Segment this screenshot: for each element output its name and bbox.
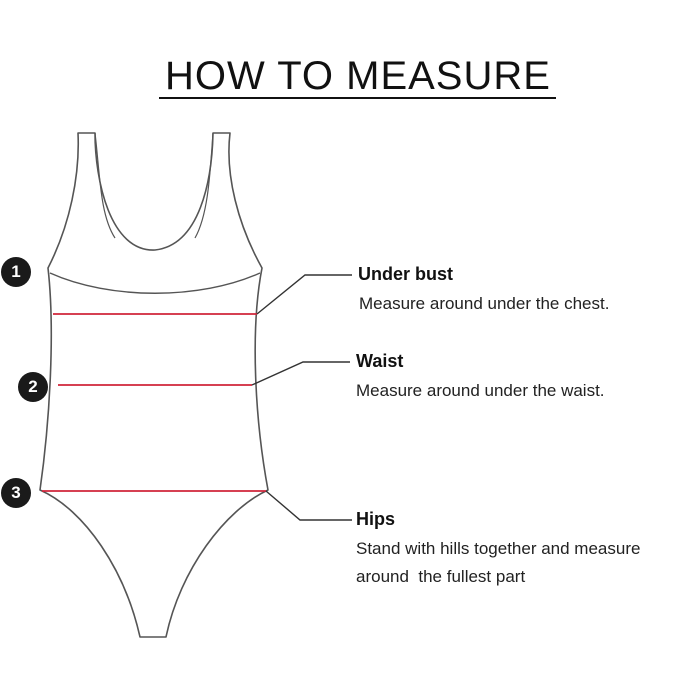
page-title: HOW TO MEASURE xyxy=(165,54,551,98)
waist-description: Measure around under the waist. xyxy=(356,381,605,400)
left-strap-inner xyxy=(94,132,116,239)
badge-3: 3 xyxy=(1,478,31,508)
under-bust-leader-line xyxy=(256,274,352,315)
hips-leader-line xyxy=(265,490,352,521)
hips-description-line-2: around the fullest part xyxy=(356,567,526,586)
hips-description-line-1: Stand with hills together and measure xyxy=(356,539,641,558)
right-strap-inner xyxy=(194,132,214,239)
badge-1: 1 xyxy=(1,257,31,287)
bust-seam xyxy=(49,272,261,294)
badge-2: 2 xyxy=(18,372,48,402)
under-bust-description: Measure around under the chest. xyxy=(359,294,610,313)
hips-label: Hips xyxy=(356,509,396,529)
waist-leader-line xyxy=(251,361,350,386)
under-bust-label: Under bust xyxy=(358,264,454,284)
title-underline xyxy=(159,97,556,99)
swimsuit-outline xyxy=(39,132,269,638)
waist-label: Waist xyxy=(356,351,404,371)
